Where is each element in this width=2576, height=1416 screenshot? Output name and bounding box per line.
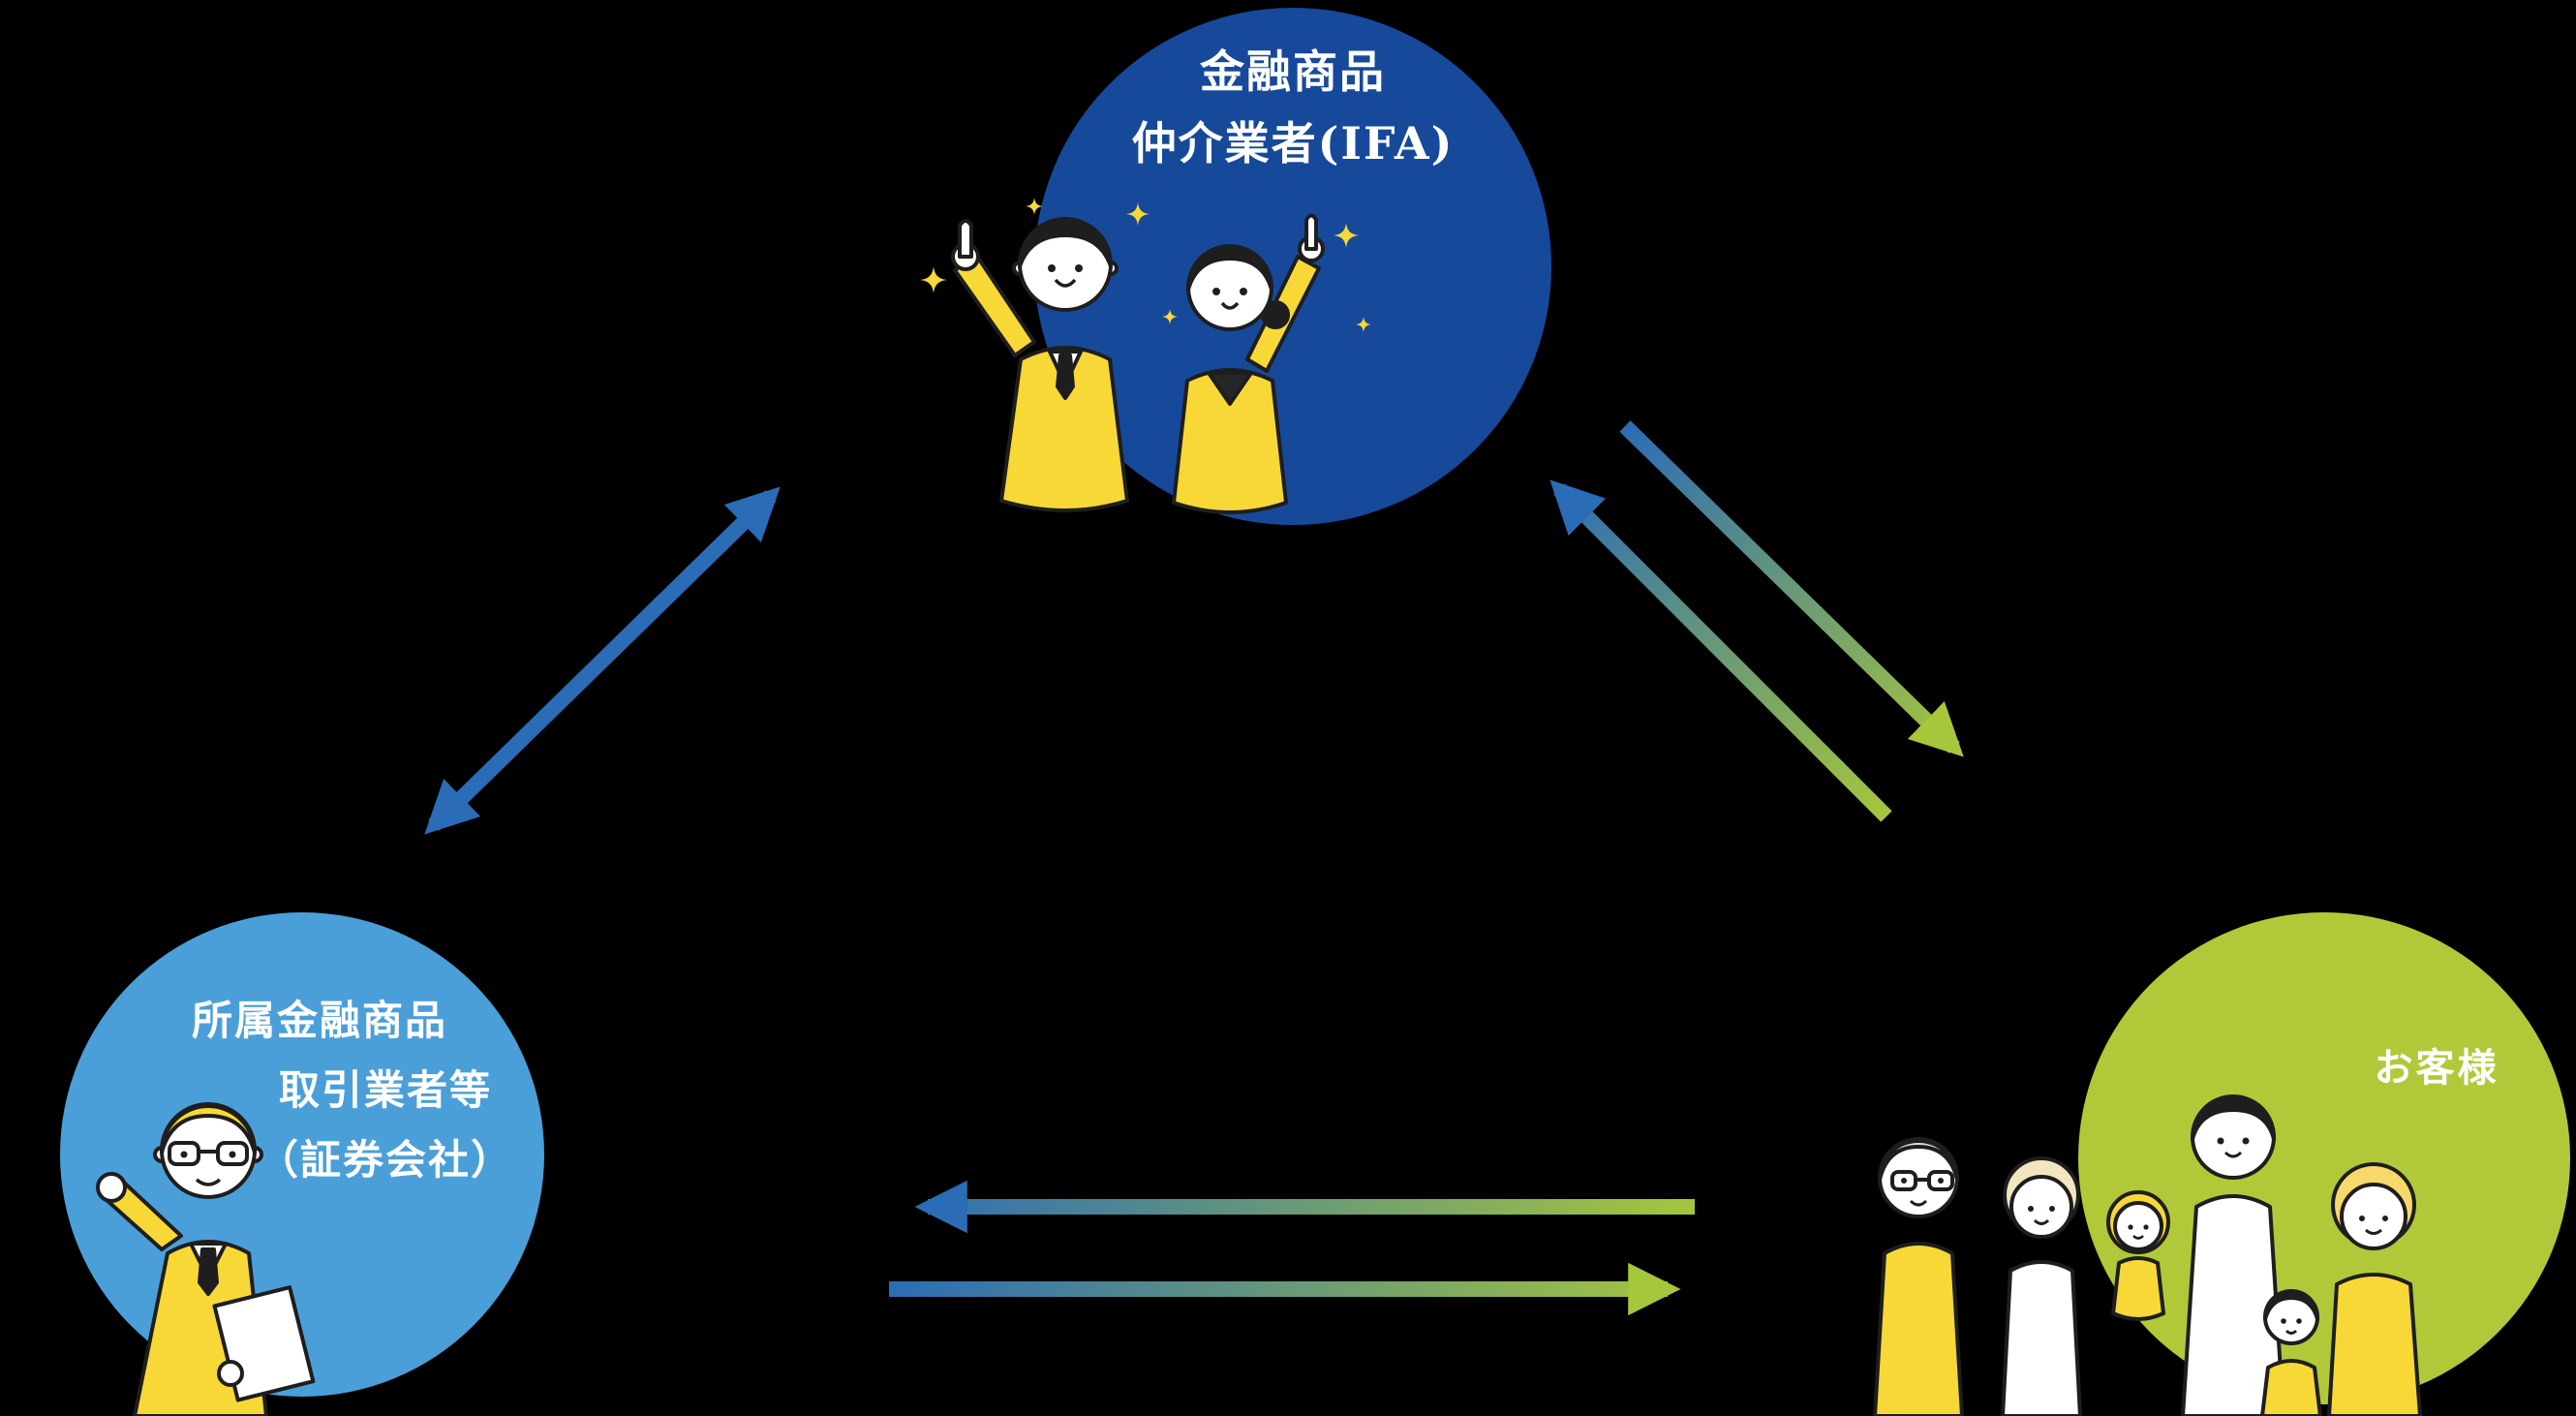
- arrow-ifa-to-customer: [1619, 420, 1964, 757]
- family-mother-figure: [2327, 1162, 2422, 1416]
- sparkle-icon: [920, 266, 947, 293]
- node-ifa-label: 金融商品 仲介業者(IFA): [1034, 37, 1551, 179]
- sparkle-icon: [1356, 317, 1371, 332]
- sparkle-icons: [920, 198, 1371, 332]
- ifa-woman-figure: [1172, 213, 1325, 514]
- node-customer-label: お客様: [2374, 1045, 2499, 1091]
- ifa-man-figure: [951, 217, 1129, 512]
- family-boy-figure: [2260, 1289, 2322, 1416]
- node-securities-label-line3: （証券会社）: [257, 1136, 514, 1184]
- family-father-figure: [2181, 1094, 2285, 1416]
- sparkle-icon: [1026, 198, 1043, 215]
- node-securities-label-line1: 所属金融商品: [191, 997, 448, 1044]
- customer-family-illustration: [1873, 1094, 2422, 1416]
- node-customer-circle: [2078, 912, 2570, 1404]
- family-baby-figure: [2106, 1190, 2170, 1321]
- node-ifa-label-line2: 仲介業者(IFA): [1131, 116, 1455, 169]
- arrow-securities-ifa: [424, 486, 781, 835]
- node-securities-circle: [60, 912, 544, 1397]
- securities-man-illustration: [96, 1102, 316, 1416]
- sparkle-icon: [1334, 223, 1359, 248]
- node-securities-label-line2: 取引業者等: [278, 1066, 493, 1114]
- sparkle-icon: [1162, 309, 1178, 324]
- family-grandfather-figure: [1873, 1137, 1964, 1416]
- sparkle-icon: [1126, 202, 1150, 226]
- arrow-customer-to-ifa: [1549, 479, 1892, 822]
- node-ifa-label-line1: 金融商品: [1200, 46, 1386, 98]
- ifa-staff-illustration: [920, 198, 1371, 514]
- family-grandmother-figure: [2001, 1156, 2082, 1416]
